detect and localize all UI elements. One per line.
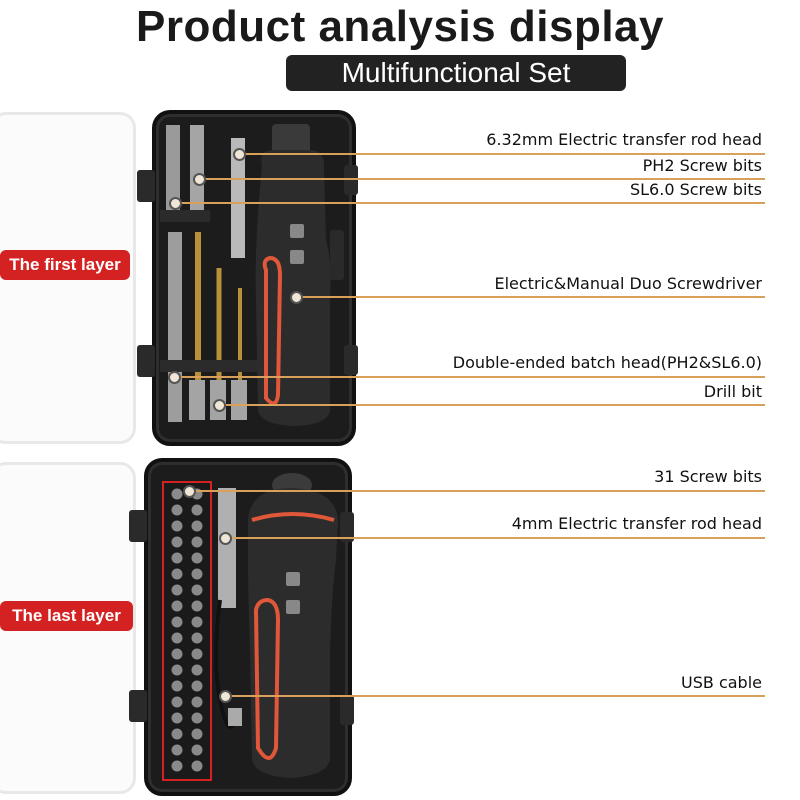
leader-line — [297, 296, 765, 298]
leader-line — [226, 537, 765, 539]
screw-bit — [171, 552, 183, 564]
last-layer-tag: The last layer — [0, 601, 133, 631]
screw-bit — [191, 744, 203, 756]
callout-label: Electric&Manual Duo Screwdriver — [494, 274, 762, 293]
screw-bit — [171, 648, 183, 660]
callout-label: Double-ended batch head(PH2&SL6.0) — [452, 353, 762, 372]
screw-bit — [171, 760, 183, 772]
callout-label: SL6.0 Screw bits — [629, 180, 762, 199]
screw-bit — [191, 696, 203, 708]
screw-bit — [171, 600, 183, 612]
screw-bit — [171, 664, 183, 676]
last-layer-bit-grid — [162, 481, 236, 781]
screw-bit — [171, 536, 183, 548]
screw-bit — [191, 552, 203, 564]
screw-bit — [171, 696, 183, 708]
screw-bit — [191, 728, 203, 740]
screw-bit — [191, 760, 203, 772]
screw-bit — [191, 536, 203, 548]
leader-line — [220, 404, 765, 406]
screw-bit — [171, 632, 183, 644]
screw-bit — [171, 728, 183, 740]
callout-dot — [183, 485, 196, 498]
screw-bit — [191, 568, 203, 580]
page-title: Product analysis display — [136, 2, 664, 51]
callout-dot — [213, 399, 226, 412]
callout-label: 31 Screw bits — [654, 467, 762, 486]
leader-line — [240, 153, 765, 155]
subtitle-text: Multifunctional Set — [341, 57, 571, 88]
screw-bit — [191, 680, 203, 692]
screw-bit — [171, 616, 183, 628]
leader-line — [200, 178, 765, 180]
screw-bit — [171, 744, 183, 756]
callout-dot — [233, 148, 246, 161]
callout-label: 4mm Electric transfer rod head — [511, 514, 762, 533]
first-layer-screwdriver — [255, 124, 331, 426]
leader-line — [175, 376, 765, 378]
screw-bit — [171, 680, 183, 692]
screw-bit — [191, 584, 203, 596]
callout-dot — [219, 690, 232, 703]
callout-dot — [168, 371, 181, 384]
callout-label: Drill bit — [703, 382, 762, 401]
screw-bit — [191, 616, 203, 628]
leader-line — [190, 490, 765, 492]
screw-bit — [191, 712, 203, 724]
callout-label: PH2 Screw bits — [642, 156, 762, 175]
screw-bit — [171, 584, 183, 596]
screw-bit — [171, 504, 183, 516]
callout-dot — [169, 197, 182, 210]
callout-label: USB cable — [681, 673, 762, 692]
callout-label: 6.32mm Electric transfer rod head — [486, 130, 762, 149]
screw-bit — [191, 648, 203, 660]
first-layer-tag: The first layer — [0, 250, 130, 280]
first-layer-bits — [160, 125, 260, 422]
callout-dot — [290, 291, 303, 304]
leader-line — [176, 202, 765, 204]
screw-bit — [171, 520, 183, 532]
screw-bit — [171, 488, 183, 500]
screw-bit — [191, 664, 203, 676]
screw-bit — [191, 520, 203, 532]
screw-bit — [191, 504, 203, 516]
screw-bit — [171, 568, 183, 580]
screw-bit — [191, 632, 203, 644]
screw-bit — [191, 600, 203, 612]
leader-line — [226, 695, 765, 697]
subtitle-banner: Multifunctional Set — [286, 55, 626, 91]
screw-bit — [171, 712, 183, 724]
callout-dot — [219, 532, 232, 545]
callout-dot — [193, 173, 206, 186]
